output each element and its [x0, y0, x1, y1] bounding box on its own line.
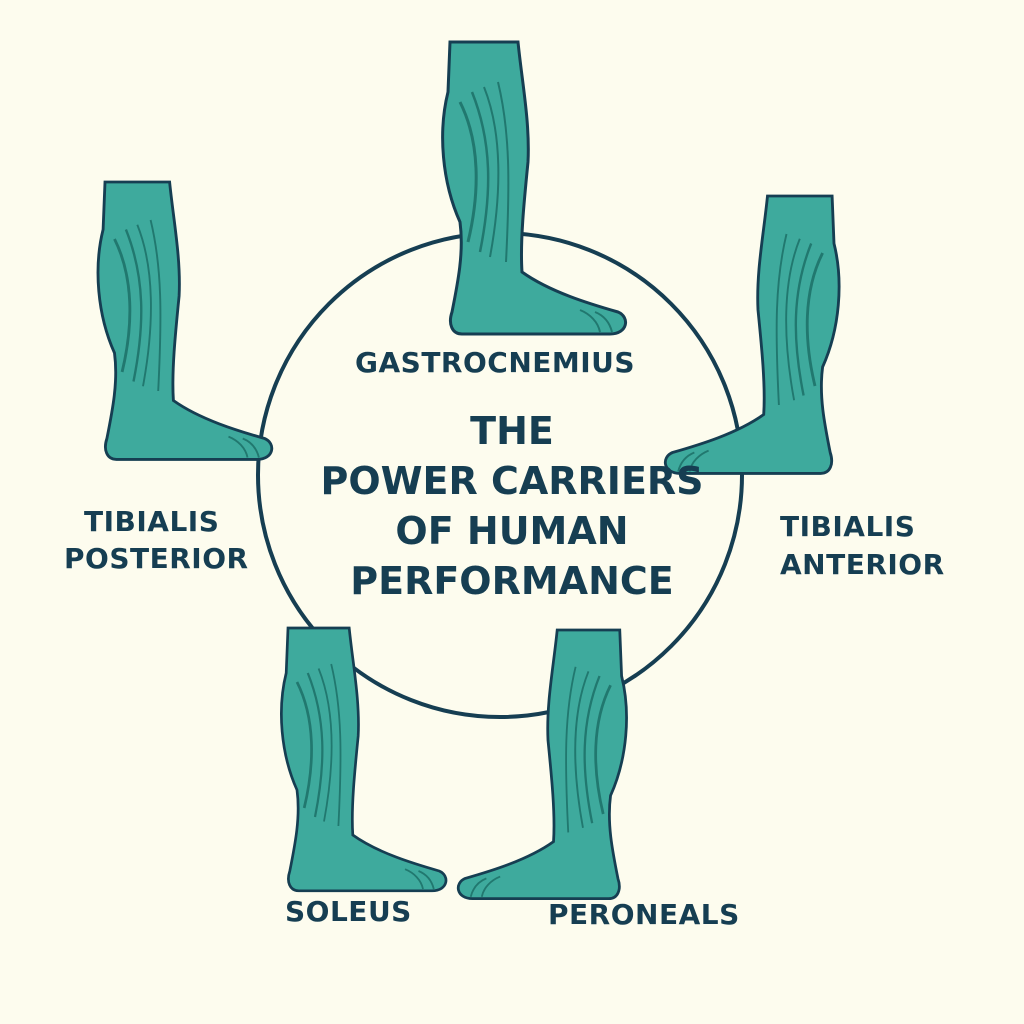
title-line-3: OF HUMAN — [395, 509, 629, 553]
label-tibialis-anterior-1: TIBIALIS — [780, 510, 916, 543]
label-tibialis-anterior-2: ANTERIOR — [780, 548, 945, 581]
label-peroneals: PERONEALS — [548, 898, 740, 931]
label-soleus: SOLEUS — [285, 895, 412, 928]
title-line-2: POWER CARRIERS — [320, 459, 704, 503]
title-line-4: PERFORMANCE — [350, 559, 674, 603]
label-tibialis-posterior-1: TIBIALIS — [84, 505, 220, 538]
label-tibialis-posterior-2: POSTERIOR — [64, 542, 249, 575]
title-line-1: THE — [470, 409, 554, 453]
label-gastrocnemius: GASTROCNEMIUS — [355, 346, 636, 379]
